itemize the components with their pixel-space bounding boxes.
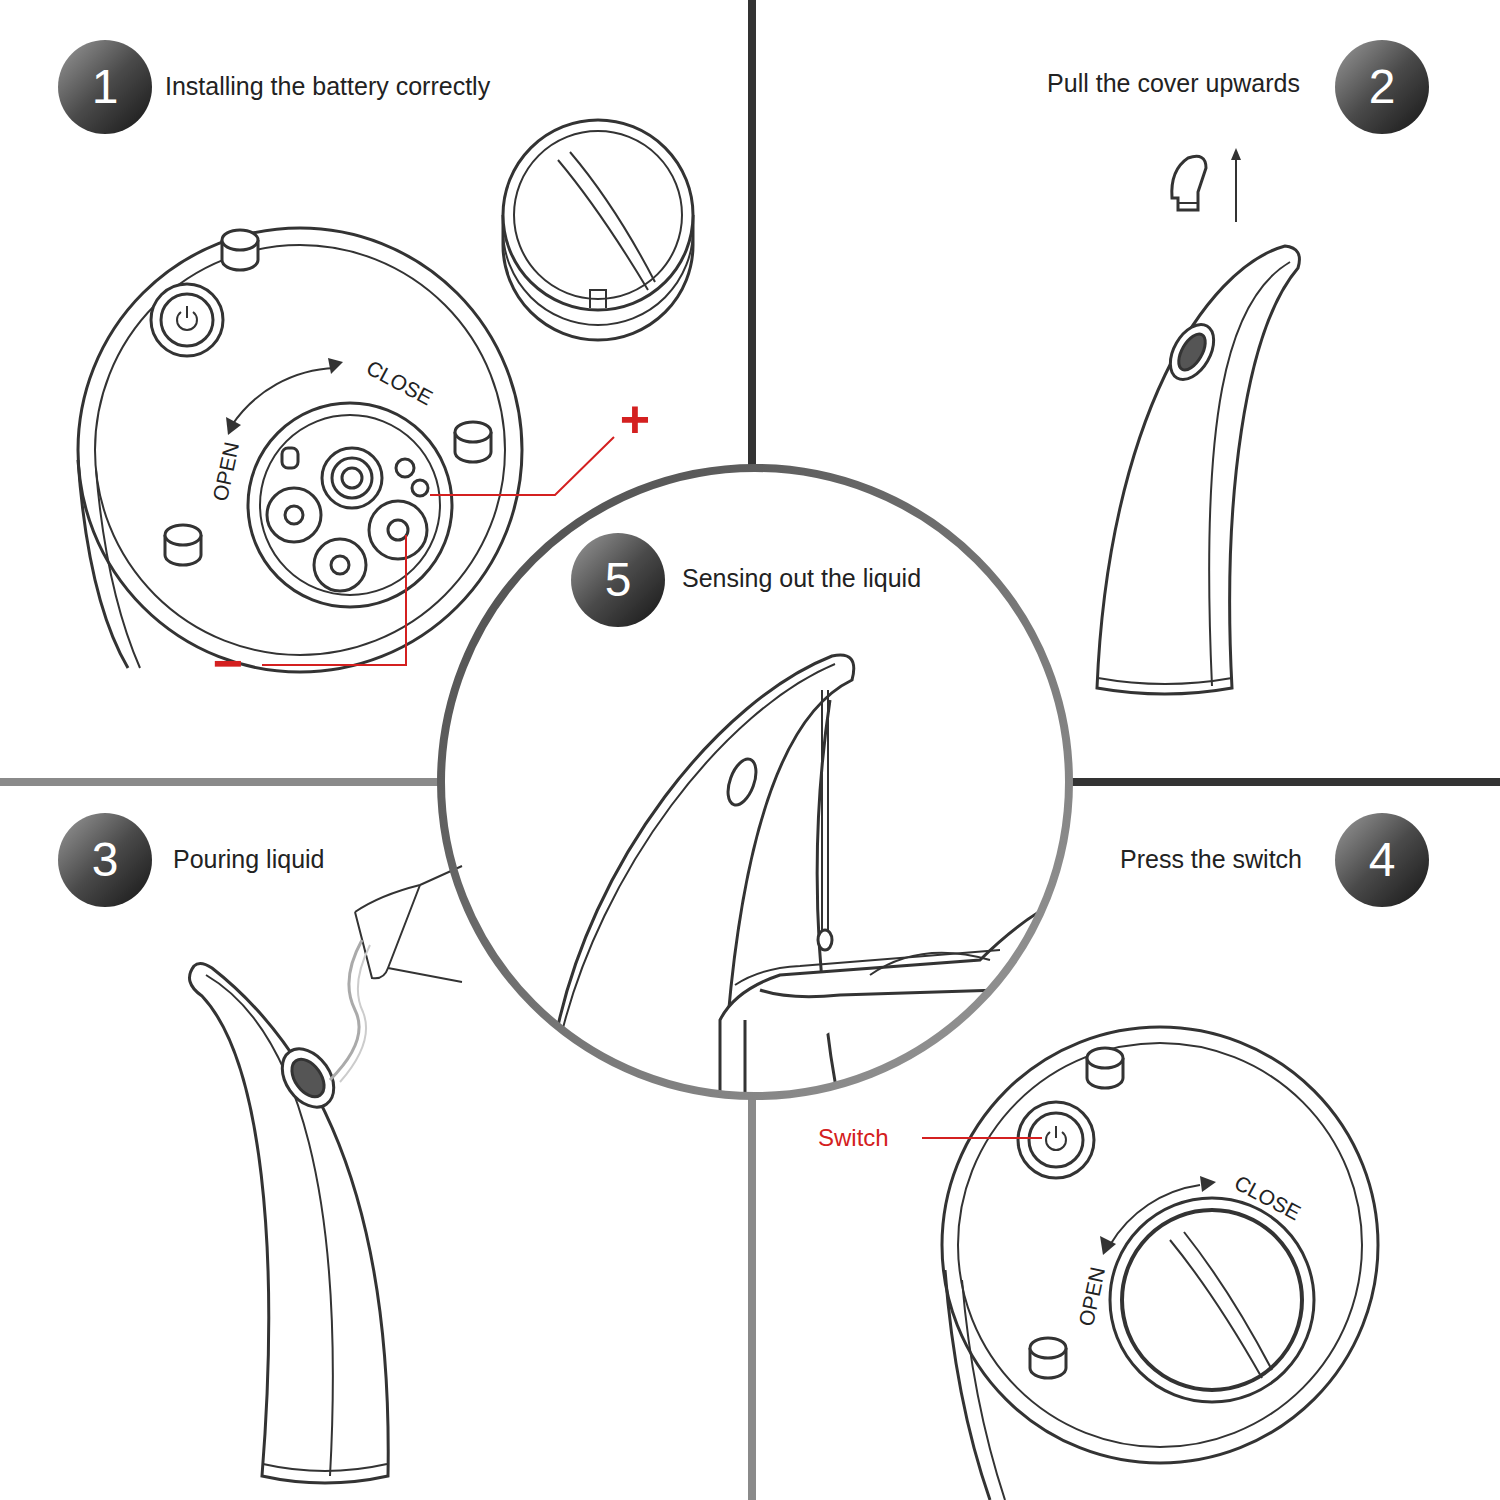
direction-label: OPEN [209, 440, 244, 503]
step-caption: Installing the battery correctly [165, 73, 490, 101]
switch-view [942, 1027, 1378, 1500]
direction-label: CLOSE [363, 356, 437, 410]
battery-view [78, 120, 693, 672]
dispenser-body [1097, 246, 1299, 694]
step-number-circle: 4 [1335, 813, 1429, 907]
polarity-sign: − [213, 635, 243, 692]
step-number: 1 [58, 40, 152, 134]
step-caption: Press the switch [1120, 846, 1302, 874]
step-number-circle: 3 [58, 813, 152, 907]
direction-label: OPEN [1075, 1265, 1110, 1328]
step-caption: Pull the cover upwards [1047, 70, 1300, 98]
step-number-circle: 5 [571, 533, 665, 627]
step-caption: Sensing out the liquid [682, 563, 921, 593]
step-number-circle: 2 [1335, 40, 1429, 134]
circle-outline [437, 464, 1073, 1100]
step-number: 3 [58, 813, 152, 907]
step-number-circle: 1 [58, 40, 152, 134]
sensing-view [555, 655, 1075, 1110]
dispenser-pouring [190, 866, 463, 1483]
part-label: Switch [818, 1125, 889, 1151]
polarity-sign: + [620, 391, 650, 448]
direction-label: CLOSE [1231, 1171, 1305, 1225]
step-caption: Pouring liquid [173, 846, 325, 874]
step-number: 5 [571, 533, 665, 627]
polarity-leaders [262, 437, 614, 665]
step-number: 4 [1335, 813, 1429, 907]
step-circle: Sensing out the liquid 5 [437, 464, 1073, 1100]
switch-leader [922, 1137, 1042, 1139]
dispenser-cover [1172, 148, 1241, 222]
step-number: 2 [1335, 40, 1429, 134]
